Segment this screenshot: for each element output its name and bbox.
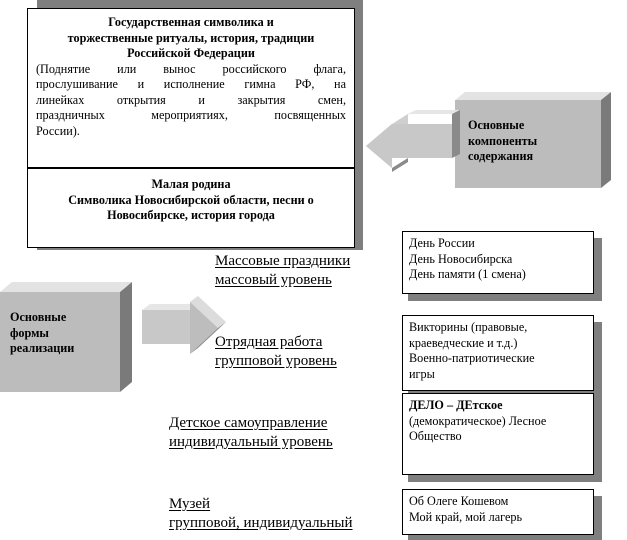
list-item: Об Олеге Кошевом <box>409 494 509 508</box>
level-label-mass: Массовые праздники массовый уровень <box>215 253 351 288</box>
list-item: Мой край, мой лагерь <box>409 509 523 524</box>
state-symbols-title: Государственная символика и торжественны… <box>67 15 315 60</box>
left-arrow-icon <box>366 110 460 172</box>
state-symbols-box: Государственная символика и торжественны… <box>27 8 355 168</box>
self-government-box: ДЕЛО – ДЕтское (демократическое) Лесное … <box>402 393 594 475</box>
small-homeland-box: Малая родина Символика Новосибирской обл… <box>27 168 355 248</box>
list-item: Военно-патриотические <box>409 351 535 365</box>
components-cube-label: Основные компоненты содержания <box>468 118 538 163</box>
forms-cube-label: Основные формы реализации <box>10 310 75 355</box>
right-arrow-icon <box>142 296 226 354</box>
level-label-museum: Музей групповой, индивидуальный <box>169 496 353 531</box>
list-item: (демократическое) Лесное <box>409 413 547 428</box>
level-label-self-government: Детское самоуправление индивидуальный ур… <box>169 415 333 450</box>
museum-box: Об Олеге Кошевом Мой край, мой лагерь <box>402 489 594 535</box>
list-item: ДЕЛО – ДЕтское <box>409 398 503 412</box>
list-item: игры <box>409 366 435 381</box>
state-symbols-description: (Поднятие или вынос российского флага, п… <box>36 61 346 138</box>
level-label-squad: Отрядная работа групповой уровень <box>215 334 337 369</box>
list-item: краеведческие и т.д.) <box>409 335 518 350</box>
forms-cube <box>0 282 132 392</box>
squad-work-box: Викторины (правовые, краеведческие и т.д… <box>402 315 594 391</box>
components-cube <box>455 92 611 188</box>
list-item: Викторины (правовые, <box>409 320 528 334</box>
list-item: Общество <box>409 429 462 443</box>
list-item: День Новосибирска <box>409 251 513 266</box>
mass-events-box: День России День Новосибирска День памят… <box>402 231 594 294</box>
list-item: День памяти (1 смена) <box>409 267 526 281</box>
list-item: День России <box>409 236 475 250</box>
